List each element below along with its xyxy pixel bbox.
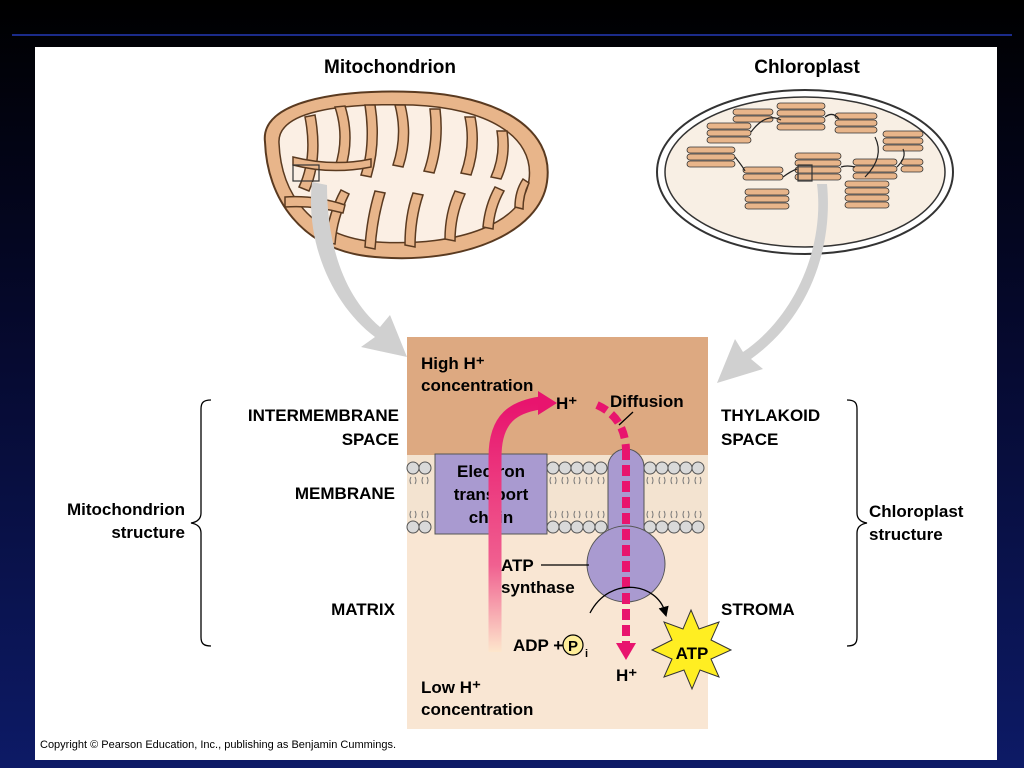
diffusion-arrow-curve: [595, 401, 630, 450]
atp-synthase-label-line2: synthase: [501, 578, 575, 597]
mitochondrion-illustration: [263, 90, 549, 260]
chloroplast-zoom-arrow: [717, 184, 828, 383]
chemiosmosis-diagram: Mitochondrion Chloroplast: [67, 57, 964, 729]
phosphate-circle-icon: [562, 634, 584, 656]
mitochondrion-zoom-arrow: [310, 182, 407, 357]
low-h-label-line2: concentration: [421, 700, 533, 719]
proton-pump-arrow: [488, 396, 542, 652]
diffusion-arrowhead: [616, 643, 636, 660]
high-h-label-line2: concentration: [421, 376, 533, 395]
right-brace: [846, 399, 868, 647]
diffusion-leader-line: [618, 411, 634, 426]
atp-starburst: [650, 608, 733, 691]
proton-pump-arrowhead: [538, 391, 557, 415]
intermembrane-label-line1: INTERMEMBRANE: [248, 406, 399, 425]
chloroplast-structure-line2: structure: [869, 525, 943, 544]
mitochondrion-structure-line2: structure: [111, 523, 185, 542]
chloroplast-structure-line1: Chloroplast: [869, 502, 964, 521]
thylakoid-label-line2: SPACE: [721, 430, 778, 449]
phosphate-subscript: i: [585, 648, 588, 660]
low-h-label-line1: Low H⁺: [421, 678, 481, 697]
mitochondrion-title: Mitochondrion: [324, 57, 456, 78]
chloroplast-illustration: [656, 89, 954, 255]
title-divider-line: [12, 34, 1012, 36]
phosphate-label: P: [568, 638, 578, 655]
high-h-label-line1: High H⁺: [421, 354, 485, 373]
chloroplast-title: Chloroplast: [754, 57, 860, 78]
stroma-label: STROMA: [721, 600, 795, 619]
phosphorylation-arrow: [589, 586, 669, 618]
left-brace: [190, 399, 212, 647]
intermembrane-space-zone: [407, 337, 708, 455]
h-plus-top-label: H⁺: [556, 394, 577, 413]
diagram-slide: Mitochondrion Chloroplast: [35, 47, 997, 760]
adp-label: ADP +: [513, 636, 563, 655]
copyright-notice: Copyright © Pearson Education, Inc., pub…: [40, 739, 397, 751]
diffusion-label: Diffusion: [610, 392, 684, 411]
intermembrane-label-line2: SPACE: [342, 430, 399, 449]
h-plus-bottom-label: H⁺: [616, 666, 637, 685]
thylakoid-label-line1: THYLAKOID: [721, 406, 820, 425]
atp-label: ATP: [676, 644, 709, 663]
atp-synthase: [586, 448, 666, 603]
atp-synthase-label-line1: ATP: [501, 556, 534, 575]
mitochondrion-structure-line1: Mitochondrion: [67, 500, 185, 519]
matrix-label: MATRIX: [331, 600, 396, 619]
membrane-label: MEMBRANE: [295, 484, 395, 503]
phospholipid-bilayer: [406, 461, 705, 534]
